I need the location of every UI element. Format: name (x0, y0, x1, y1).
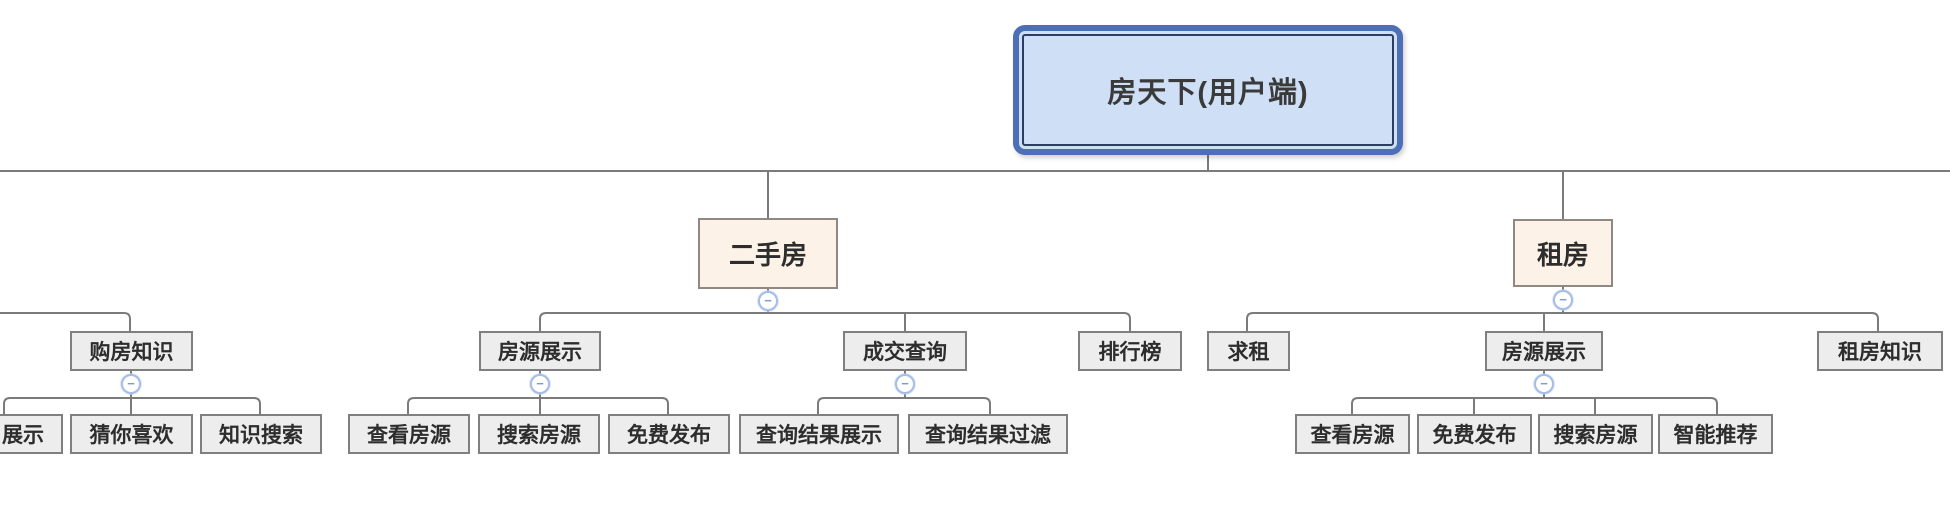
node-secondhand-house[interactable]: 二手房 (698, 218, 838, 289)
node-smart-recommend[interactable]: 智能推荐 (1658, 414, 1773, 454)
node-query-result-filter[interactable]: 查询结果过滤 (908, 414, 1068, 454)
collapse-button-rent[interactable]: − (1553, 290, 1573, 310)
node-free-publish-secondhand[interactable]: 免费发布 (608, 414, 730, 454)
node-search-listings-secondhand[interactable]: 搜索房源 (478, 414, 600, 454)
node-display-partial[interactable]: 展示 (0, 414, 63, 454)
collapse-button-deal-query[interactable]: − (895, 374, 915, 394)
node-deal-query[interactable]: 成交查询 (843, 331, 967, 371)
node-query-result-display[interactable]: 查询结果展示 (739, 414, 899, 454)
node-view-listings-secondhand[interactable]: 查看房源 (348, 414, 470, 454)
node-seek-rent[interactable]: 求租 (1207, 331, 1290, 371)
node-search-listings-rent[interactable]: 搜索房源 (1538, 414, 1653, 454)
node-listing-display-secondhand[interactable]: 房源展示 (479, 331, 601, 371)
node-root[interactable]: 房天下(用户端) (1013, 25, 1403, 155)
collapse-button-listing-display-rent[interactable]: − (1534, 374, 1554, 394)
collapse-button-secondhand[interactable]: − (758, 291, 778, 311)
minus-icon: − (764, 293, 772, 308)
minus-icon: − (127, 376, 135, 391)
node-guess-you-like[interactable]: 猜你喜欢 (70, 414, 193, 454)
minus-icon: − (1540, 376, 1548, 391)
node-listing-display-rent[interactable]: 房源展示 (1485, 331, 1603, 371)
collapse-button-buying-knowledge[interactable]: − (121, 374, 141, 394)
node-buying-knowledge[interactable]: 购房知识 (70, 331, 193, 371)
root-label: 房天下(用户端) (1107, 77, 1309, 109)
node-view-listings-rent[interactable]: 查看房源 (1295, 414, 1410, 454)
node-ranking[interactable]: 排行榜 (1078, 331, 1182, 371)
minus-icon: − (901, 376, 909, 391)
node-rent-knowledge[interactable]: 租房知识 (1817, 331, 1943, 371)
minus-icon: − (1559, 292, 1567, 307)
minus-icon: − (536, 376, 544, 391)
node-free-publish-rent[interactable]: 免费发布 (1417, 414, 1532, 454)
node-knowledge-search[interactable]: 知识搜索 (200, 414, 322, 454)
collapse-button-listing-display-secondhand[interactable]: − (530, 374, 550, 394)
node-rent-house[interactable]: 租房 (1513, 219, 1613, 287)
